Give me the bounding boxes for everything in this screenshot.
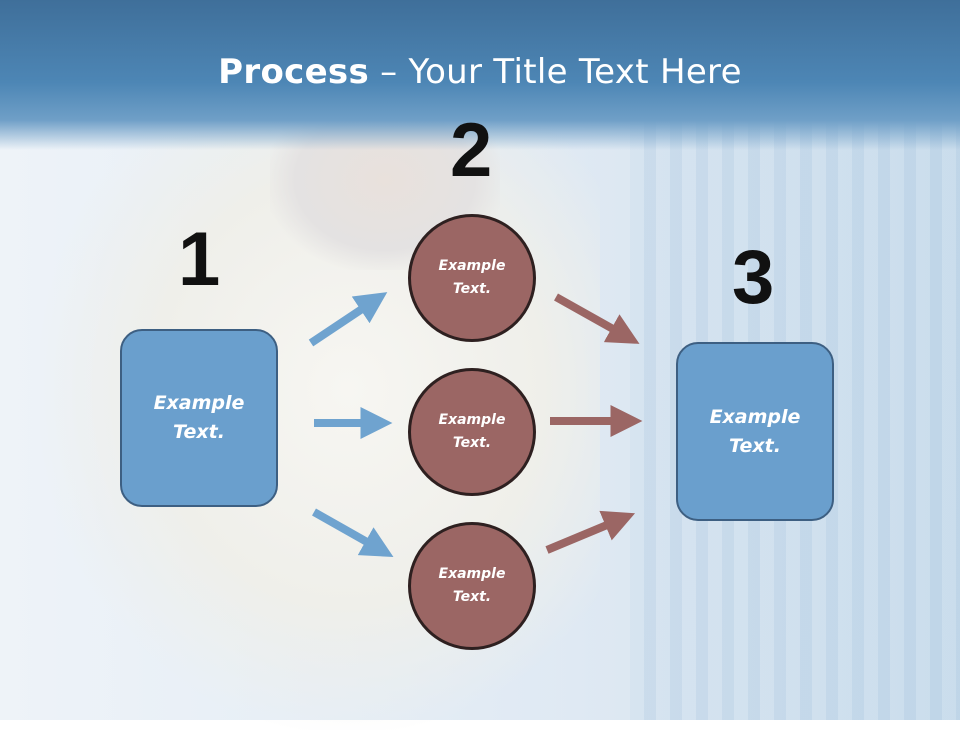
left-box-label: Example Text. — [153, 392, 245, 443]
right-box: Example Text. — [676, 342, 834, 521]
step-number-2: 2 — [450, 108, 493, 193]
step-number-3: 3 — [732, 235, 775, 320]
arrow-left-to-bottom — [312, 508, 394, 557]
circle-middle: Example Text. — [408, 368, 536, 496]
circle-middle-label: Example Text. — [438, 412, 506, 451]
circle-bottom-label: Example Text. — [438, 566, 506, 605]
right-box-label: Example Text. — [709, 405, 801, 457]
title-bold: Process — [218, 52, 370, 92]
step-number-1: 1 — [178, 217, 221, 302]
circle-top: Example Text. — [408, 214, 536, 342]
slide-title: Process – Your Title Text Here — [0, 52, 960, 92]
arrow-top-to-right — [554, 293, 640, 344]
circle-top-label: Example Text. — [438, 258, 506, 297]
title-bar — [0, 0, 960, 150]
arrow-left-to-top — [308, 292, 388, 347]
circle-bottom: Example Text. — [408, 522, 536, 650]
left-box: Example Text. — [120, 329, 278, 507]
arrow-bottom-to-right — [545, 510, 636, 554]
title-rest: – Your Title Text Here — [369, 52, 742, 92]
